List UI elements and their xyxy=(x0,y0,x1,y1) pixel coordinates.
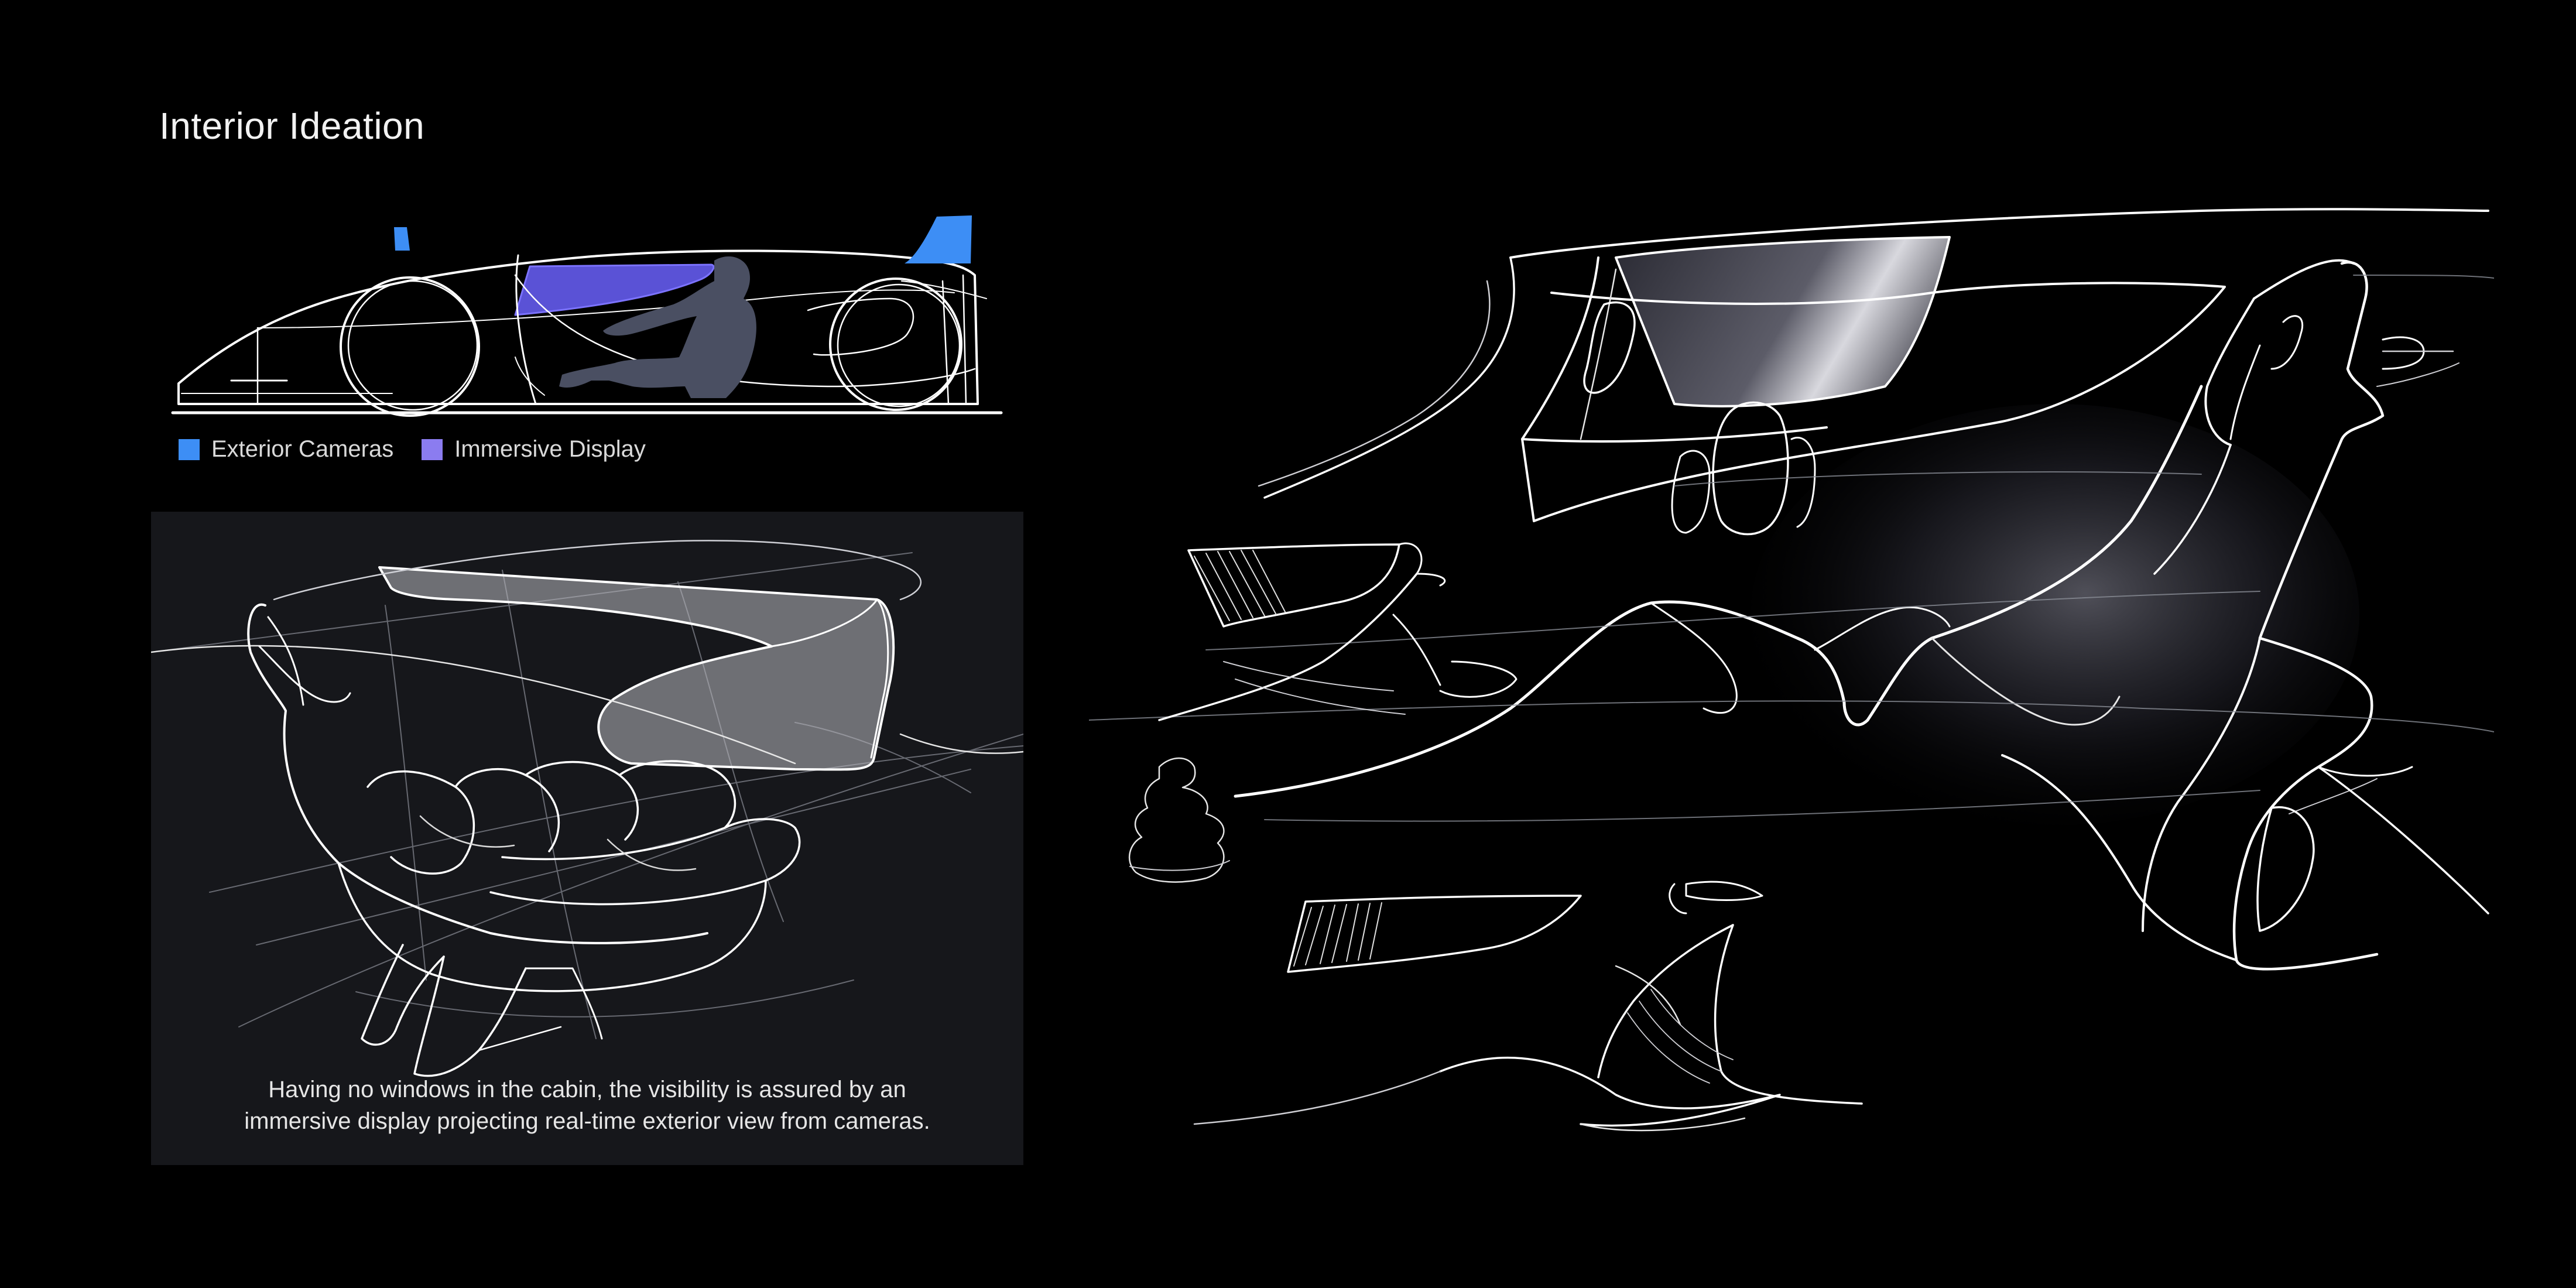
caption: Having no windows in the cabin, the visi… xyxy=(151,1074,1023,1137)
legend-label: Immersive Display xyxy=(454,436,646,462)
page-title: Interior Ideation xyxy=(159,105,425,147)
legend-item-exterior-cameras: Exterior Cameras xyxy=(179,436,393,463)
caption-line-1: Having no windows in the cabin, the visi… xyxy=(268,1077,906,1102)
cabin-interior-sketch xyxy=(151,540,1023,1077)
legend-label: Exterior Cameras xyxy=(211,436,394,462)
immersive-display-swatch-icon xyxy=(422,439,443,460)
exterior-cameras-swatch-icon xyxy=(179,439,200,460)
caption-line-2: immersive display projecting real-time e… xyxy=(244,1108,930,1134)
seat-concept-sketch xyxy=(1089,208,2494,1132)
legend-item-immersive-display: Immersive Display xyxy=(422,436,646,463)
legend: Exterior Cameras Immersive Display xyxy=(179,436,674,463)
car-side-view-sketch xyxy=(171,215,1003,417)
cabin-sketch-panel: Having no windows in the cabin, the visi… xyxy=(151,512,1023,1165)
